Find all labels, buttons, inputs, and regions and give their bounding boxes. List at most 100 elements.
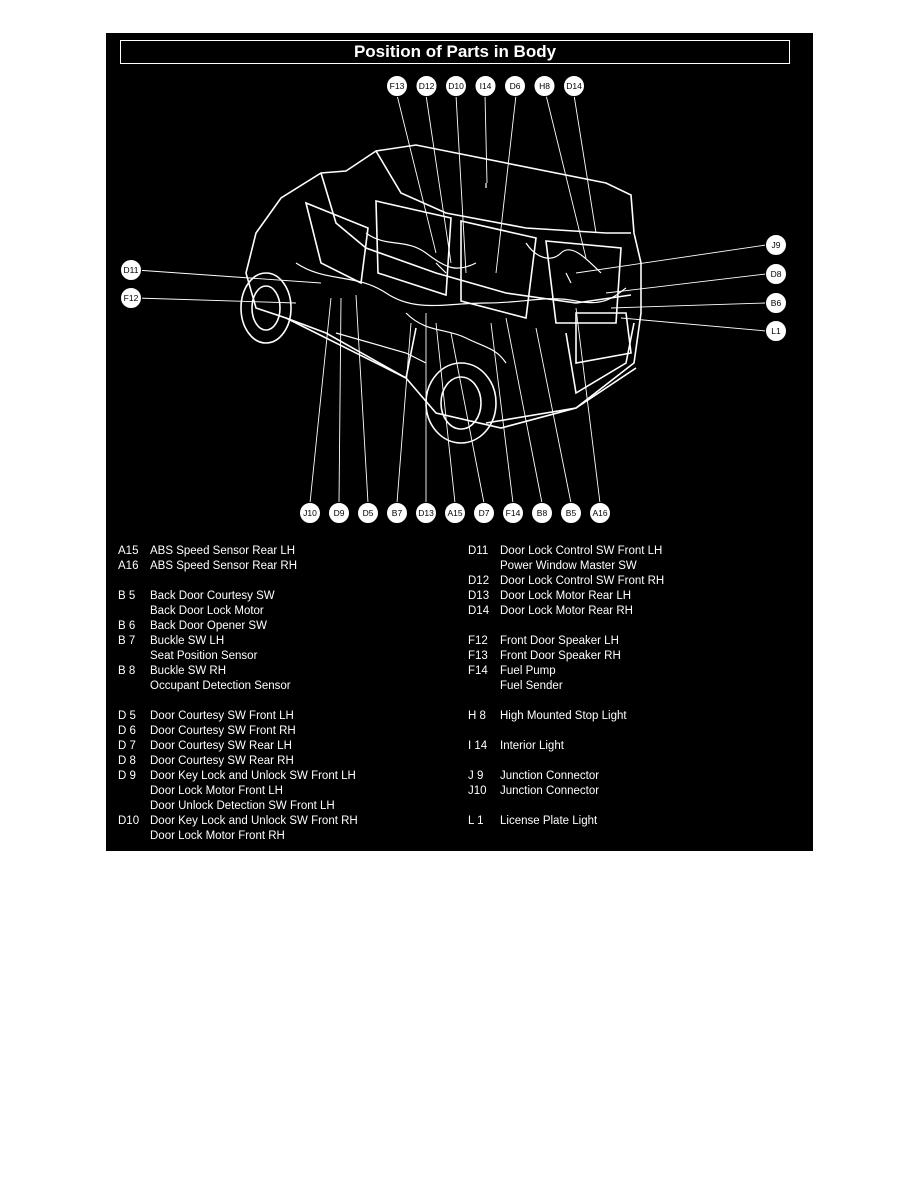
legend-description: Junction Connector (500, 785, 600, 797)
legend-row: Fuel Sender (468, 679, 563, 693)
legend-description: Door Key Lock and Unlock SW Front LH (150, 770, 356, 782)
callout-circle (445, 75, 467, 97)
legend-code: D 8 (118, 755, 136, 767)
callout-d8: D8 (765, 263, 787, 285)
legend-row: Occupant Detection Sensor (118, 679, 291, 693)
legend-code: B 7 (118, 635, 136, 647)
legend-description: Buckle SW LH (150, 635, 225, 647)
callout-circle (563, 75, 585, 97)
legend-description: Junction Connector (500, 770, 600, 782)
callout-d11: D11 (120, 259, 142, 281)
legend-row: B 6 Back Door Opener SW (118, 619, 267, 633)
callout-label: J10 (303, 508, 317, 518)
callout-label: B8 (537, 508, 548, 518)
callout-label: A15 (447, 508, 462, 518)
legend-description: Back Door Opener SW (150, 620, 267, 632)
callout-circle (120, 287, 142, 309)
callout-circle (765, 263, 787, 285)
legend-row: Door Lock Motor Front LH (118, 784, 283, 798)
callout-label: A16 (592, 508, 607, 518)
callout-label: I14 (480, 81, 492, 91)
callout-circle (328, 502, 350, 524)
callout-b7: B7 (386, 502, 408, 524)
callout-circle (765, 320, 787, 342)
callout-label: D9 (334, 508, 345, 518)
callout-circle (474, 75, 497, 97)
callout-label: D10 (448, 81, 464, 91)
legend-code: B 5 (118, 590, 136, 602)
legend-row: D14 Door Lock Motor Rear RH (468, 604, 633, 618)
legend-description: Front Door Speaker LH (500, 635, 619, 647)
legend-row: F13 Front Door Speaker RH (468, 649, 621, 663)
legend-description: Front Door Speaker RH (500, 650, 621, 662)
legend-description: ABS Speed Sensor Rear RH (150, 560, 298, 572)
callout-label: B6 (771, 298, 782, 308)
legend-row: Back Door Lock Motor (118, 604, 264, 618)
callout-f12: F12 (120, 287, 142, 309)
leader-lines (135, 94, 767, 504)
callout-label: D12 (419, 81, 435, 91)
legend-row: Seat Position Sensor (118, 649, 257, 663)
callout-d10: D10 (445, 75, 467, 97)
legend-code: D10 (118, 815, 140, 827)
callout-b8: B8 (531, 502, 553, 524)
callout-circle (560, 502, 582, 524)
callout-label: D14 (566, 81, 582, 91)
legend-description: High Mounted Stop Light (500, 710, 627, 722)
legend-row (118, 574, 150, 588)
legend-row (468, 754, 500, 768)
legend-description: Door Lock Motor Front RH (150, 830, 285, 842)
legend-code: I 14 (468, 740, 488, 752)
callout-label: D11 (124, 265, 139, 275)
legend-description: Door Courtesy SW Front LH (150, 710, 294, 722)
legend-row: B 7 Buckle SW LH (118, 634, 224, 648)
legend-code: L 1 (468, 815, 484, 827)
callout-a16: A16 (589, 502, 611, 524)
legend-code: D12 (468, 575, 490, 587)
page-title: Position of Parts in Body (120, 40, 790, 64)
callout-b6: B6 (765, 292, 787, 314)
legend-code: B 6 (118, 620, 136, 632)
legend-code: A16 (118, 560, 139, 572)
vehicle-outline (240, 144, 642, 444)
legend-row: A16 ABS Speed Sensor Rear RH (118, 559, 297, 573)
callout-d13: D13 (415, 502, 437, 524)
callout-circle (765, 292, 787, 314)
callout-circle (386, 502, 408, 524)
legend-description: Occupant Detection Sensor (150, 680, 291, 692)
callout-f13: F13 (386, 75, 408, 97)
legend-code: J10 (468, 785, 487, 797)
callout-circle (504, 75, 526, 97)
callout-d5: D5 (357, 502, 379, 524)
legend-code: D11 (468, 545, 489, 557)
callout-h8: H8 (533, 75, 556, 97)
legend-code: F13 (468, 650, 488, 662)
callout-label: F14 (506, 508, 521, 518)
callout-circle (589, 502, 611, 524)
legend-row (468, 724, 500, 738)
callout-label: F13 (390, 81, 405, 91)
legend-description: Door Courtesy SW Rear LH (150, 740, 292, 752)
callout-label: F12 (124, 293, 139, 303)
legend-code: D14 (468, 605, 490, 617)
callout-label: H8 (539, 81, 550, 91)
legend-row (468, 799, 500, 813)
callout-label: D13 (418, 508, 434, 518)
callout-circle (299, 502, 321, 524)
callout-circle (415, 75, 438, 97)
legend-description: Door Lock Motor Rear RH (500, 605, 633, 617)
